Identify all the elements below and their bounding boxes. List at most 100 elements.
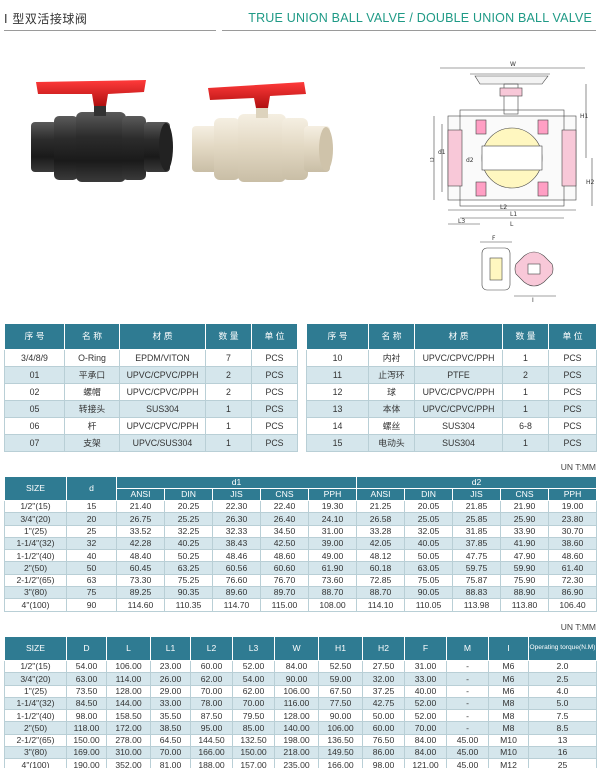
table-cell: 20.25 <box>164 499 213 514</box>
col-header: 名 称 <box>368 323 415 350</box>
header-divider-left <box>4 30 216 31</box>
table-cell: 86.90 <box>548 586 598 600</box>
table-cell: 114.60 <box>116 598 165 612</box>
table-cell: 45.00 <box>446 733 489 748</box>
col-header: M <box>446 636 489 661</box>
col-header-d: d <box>66 476 117 501</box>
table-cell: 1/2"(15) <box>4 499 67 514</box>
table-cell: 70.00 <box>404 721 447 735</box>
table-cell: 106.00 <box>318 721 363 735</box>
table-cell: 310.00 <box>106 746 151 760</box>
table-cell: 02 <box>4 383 65 401</box>
table-cell: 21.85 <box>452 499 502 514</box>
valve-section-drawing: W D d1 d2 H1 H2 L1 L2 L L3 <box>430 61 595 228</box>
table-cell: 25.85 <box>452 512 502 526</box>
table-cell: 88.70 <box>307 586 358 600</box>
table-cell: 108.00 <box>307 598 358 612</box>
table-cell: PTFE <box>414 366 503 384</box>
table-cell: 38.50 <box>150 721 191 735</box>
table-cell: 32.00 <box>362 672 405 686</box>
table-cell: 22.40 <box>260 499 309 514</box>
table-cell: M10 <box>488 746 529 760</box>
valve-photo-beige <box>192 82 333 182</box>
label-H2: H2 <box>586 179 595 186</box>
table-cell: 2 <box>502 366 549 384</box>
title-en: TRUE UNION BALL VALVE / DOUBLE UNION BAL… <box>248 11 592 25</box>
table-cell: M6 <box>488 672 529 686</box>
table-cell: 278.00 <box>106 733 151 748</box>
table-cell: UPVC/CPVC/PPH <box>119 383 206 401</box>
table-cell: 75.90 <box>500 573 550 588</box>
table-cell: 88.90 <box>500 586 550 600</box>
table-cell: 48.60 <box>548 549 598 563</box>
table-cell: 2-1/2"(65) <box>4 573 67 588</box>
table-cell: 98.00 <box>362 758 405 768</box>
table-cell: 32.33 <box>212 524 261 538</box>
col-header-size: SIZE <box>4 476 67 501</box>
table-cell: 70.00 <box>232 696 275 711</box>
table-cell: M10 <box>488 733 529 748</box>
table-cell: 37.25 <box>362 684 405 698</box>
table-cell: 115.00 <box>260 598 309 612</box>
table-cell: - <box>446 684 489 698</box>
table-cell: 106.00 <box>106 659 151 674</box>
table-cell: 25 <box>528 758 597 768</box>
table-cell: 1"(25) <box>4 524 67 538</box>
table-cell: - <box>446 659 489 674</box>
table-cell: 38.60 <box>548 536 598 551</box>
table-cell: 63 <box>66 573 117 588</box>
table-cell: 26.75 <box>116 512 165 526</box>
unit-label-2: UN T:MM <box>560 622 596 632</box>
table-cell: 3/4/8/9 <box>4 349 65 367</box>
table-cell: O-Ring <box>64 349 120 367</box>
table-cell: - <box>446 672 489 686</box>
table-cell: 1/2"(15) <box>4 659 67 674</box>
table-cell: 47.90 <box>500 549 550 563</box>
table-cell: PCS <box>548 349 597 367</box>
table-cell: 188.00 <box>190 758 233 768</box>
table-cell: SUS304 <box>414 434 503 452</box>
table-cell: 47.75 <box>452 549 502 563</box>
table-cell: 2"(50) <box>4 721 67 735</box>
table-cell: 118.00 <box>66 721 107 735</box>
table-cell: 60.56 <box>212 561 261 575</box>
col-header: SIZE <box>4 636 67 661</box>
table-cell: 39.00 <box>307 536 358 551</box>
table-cell: SUS304 <box>119 400 206 418</box>
table-cell: 21.25 <box>356 499 406 514</box>
table-cell: 60.00 <box>190 659 233 674</box>
table-cell: 13 <box>306 400 369 418</box>
table-cell: 190.00 <box>66 758 107 768</box>
col-header: D <box>66 636 107 661</box>
table-cell: 11 <box>306 366 369 384</box>
table-cell: 85.00 <box>232 721 275 735</box>
table-cell: UPVC/CPVC/PPH <box>414 383 503 401</box>
table-cell: 50.05 <box>404 549 454 563</box>
table-cell: 1 <box>205 417 252 435</box>
col-header: 材 质 <box>119 323 206 350</box>
col-header: 数 量 <box>502 323 549 350</box>
col-header: 单 位 <box>251 323 298 350</box>
table-cell: 98.00 <box>66 709 107 723</box>
col-header: 数 量 <box>205 323 252 350</box>
table-cell: 75.87 <box>452 573 502 588</box>
table-cell: 杆 <box>64 417 120 435</box>
valve-bracket-drawing: F I <box>480 235 556 304</box>
table-cell: PCS <box>251 383 298 401</box>
table-cell: 42.75 <box>362 696 405 711</box>
table-cell: 球 <box>368 383 415 401</box>
table-cell: 54.00 <box>66 659 107 674</box>
table-cell: 3/4"(20) <box>4 512 67 526</box>
col-header-standard: PPH <box>307 488 358 501</box>
